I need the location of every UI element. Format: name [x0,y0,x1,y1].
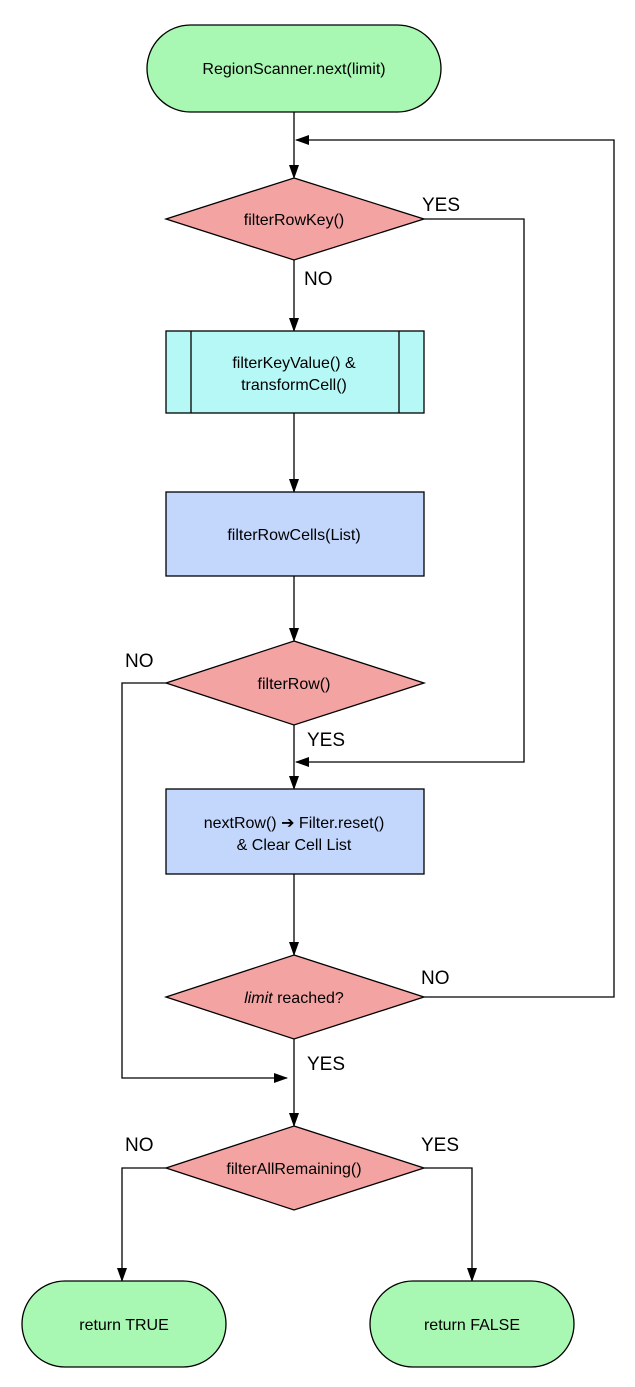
edge-rowkey-yes [295,218,525,767]
filter-row-key-diamond [163,177,427,261]
filter-all-remaining-diamond [163,1125,427,1211]
limit-reached-label: limit reached? [244,990,344,1007]
filter-row-key-label: filterRowKey() [244,212,344,229]
return-true-shape [21,1280,227,1368]
edge-label-filter-row-no: NO [125,651,154,672]
return-true-terminal: return TRUE [21,1280,227,1368]
edge-remaining-yes [424,1167,477,1282]
edge-loop-return [295,135,615,998]
next-row-label-line1: nextRow() ➔ Filter.reset() [204,815,385,832]
start-terminal-label: RegionScanner.next(limit) [202,61,385,78]
filter-row-label: filterRow() [258,676,331,693]
filter-all-remaining-decision: filterAllRemaining() [163,1125,427,1211]
filter-row-decision: filterRow() [163,640,427,726]
filter-all-remaining-label: filterAllRemaining() [226,1161,361,1178]
filter-key-value-label-line2: transformCell() [241,377,347,394]
filter-row-cells-process: filterRowCells(List) [165,491,425,577]
edge-label-row-key-no: NO [304,269,333,290]
next-row-box [165,788,425,875]
next-row-process: nextRow() ➔ Filter.reset() & Clear Cell … [165,788,425,875]
filter-row-diamond [163,640,427,726]
edge-label-limit-no: NO [421,968,450,989]
edge-remaining-no [117,1167,166,1282]
limit-reached-label-emphasis: limit [244,990,273,1007]
filter-key-value-label-line1: filterKeyValue() & [232,355,356,372]
edge-label-limit-yes: YES [307,1054,345,1075]
edge-label-row-key-yes: YES [422,195,460,216]
next-row-label-line2: & Clear Cell List [237,837,352,854]
return-true-label: return TRUE [79,1317,169,1334]
filter-row-key-decision: filterRowKey() [163,177,427,261]
filter-key-value-process: filterKeyValue() & transformCell() [165,330,425,414]
edge-label-remaining-yes: YES [421,1135,459,1156]
return-false-label: return FALSE [424,1317,520,1334]
start-terminal: RegionScanner.next(limit) [146,24,442,113]
edge-label-remaining-no: NO [125,1135,154,1156]
limit-reached-label-rest: reached? [273,990,344,1007]
return-false-terminal: return FALSE [369,1280,575,1368]
filter-row-cells-box [165,491,425,577]
limit-reached-decision: limit reached? [163,954,427,1040]
edge-filterrow-no [121,682,288,1083]
edge-labels: YES NO NO YES NO YES NO YES [125,195,460,1156]
limit-reached-diamond [163,954,427,1040]
edge-label-filter-row-yes: YES [307,730,345,751]
filter-row-cells-label: filterRowCells(List) [227,527,360,544]
start-terminal-shape [146,24,442,113]
return-false-shape [369,1280,575,1368]
filter-key-value-box [165,330,425,414]
connectors [117,112,615,1282]
